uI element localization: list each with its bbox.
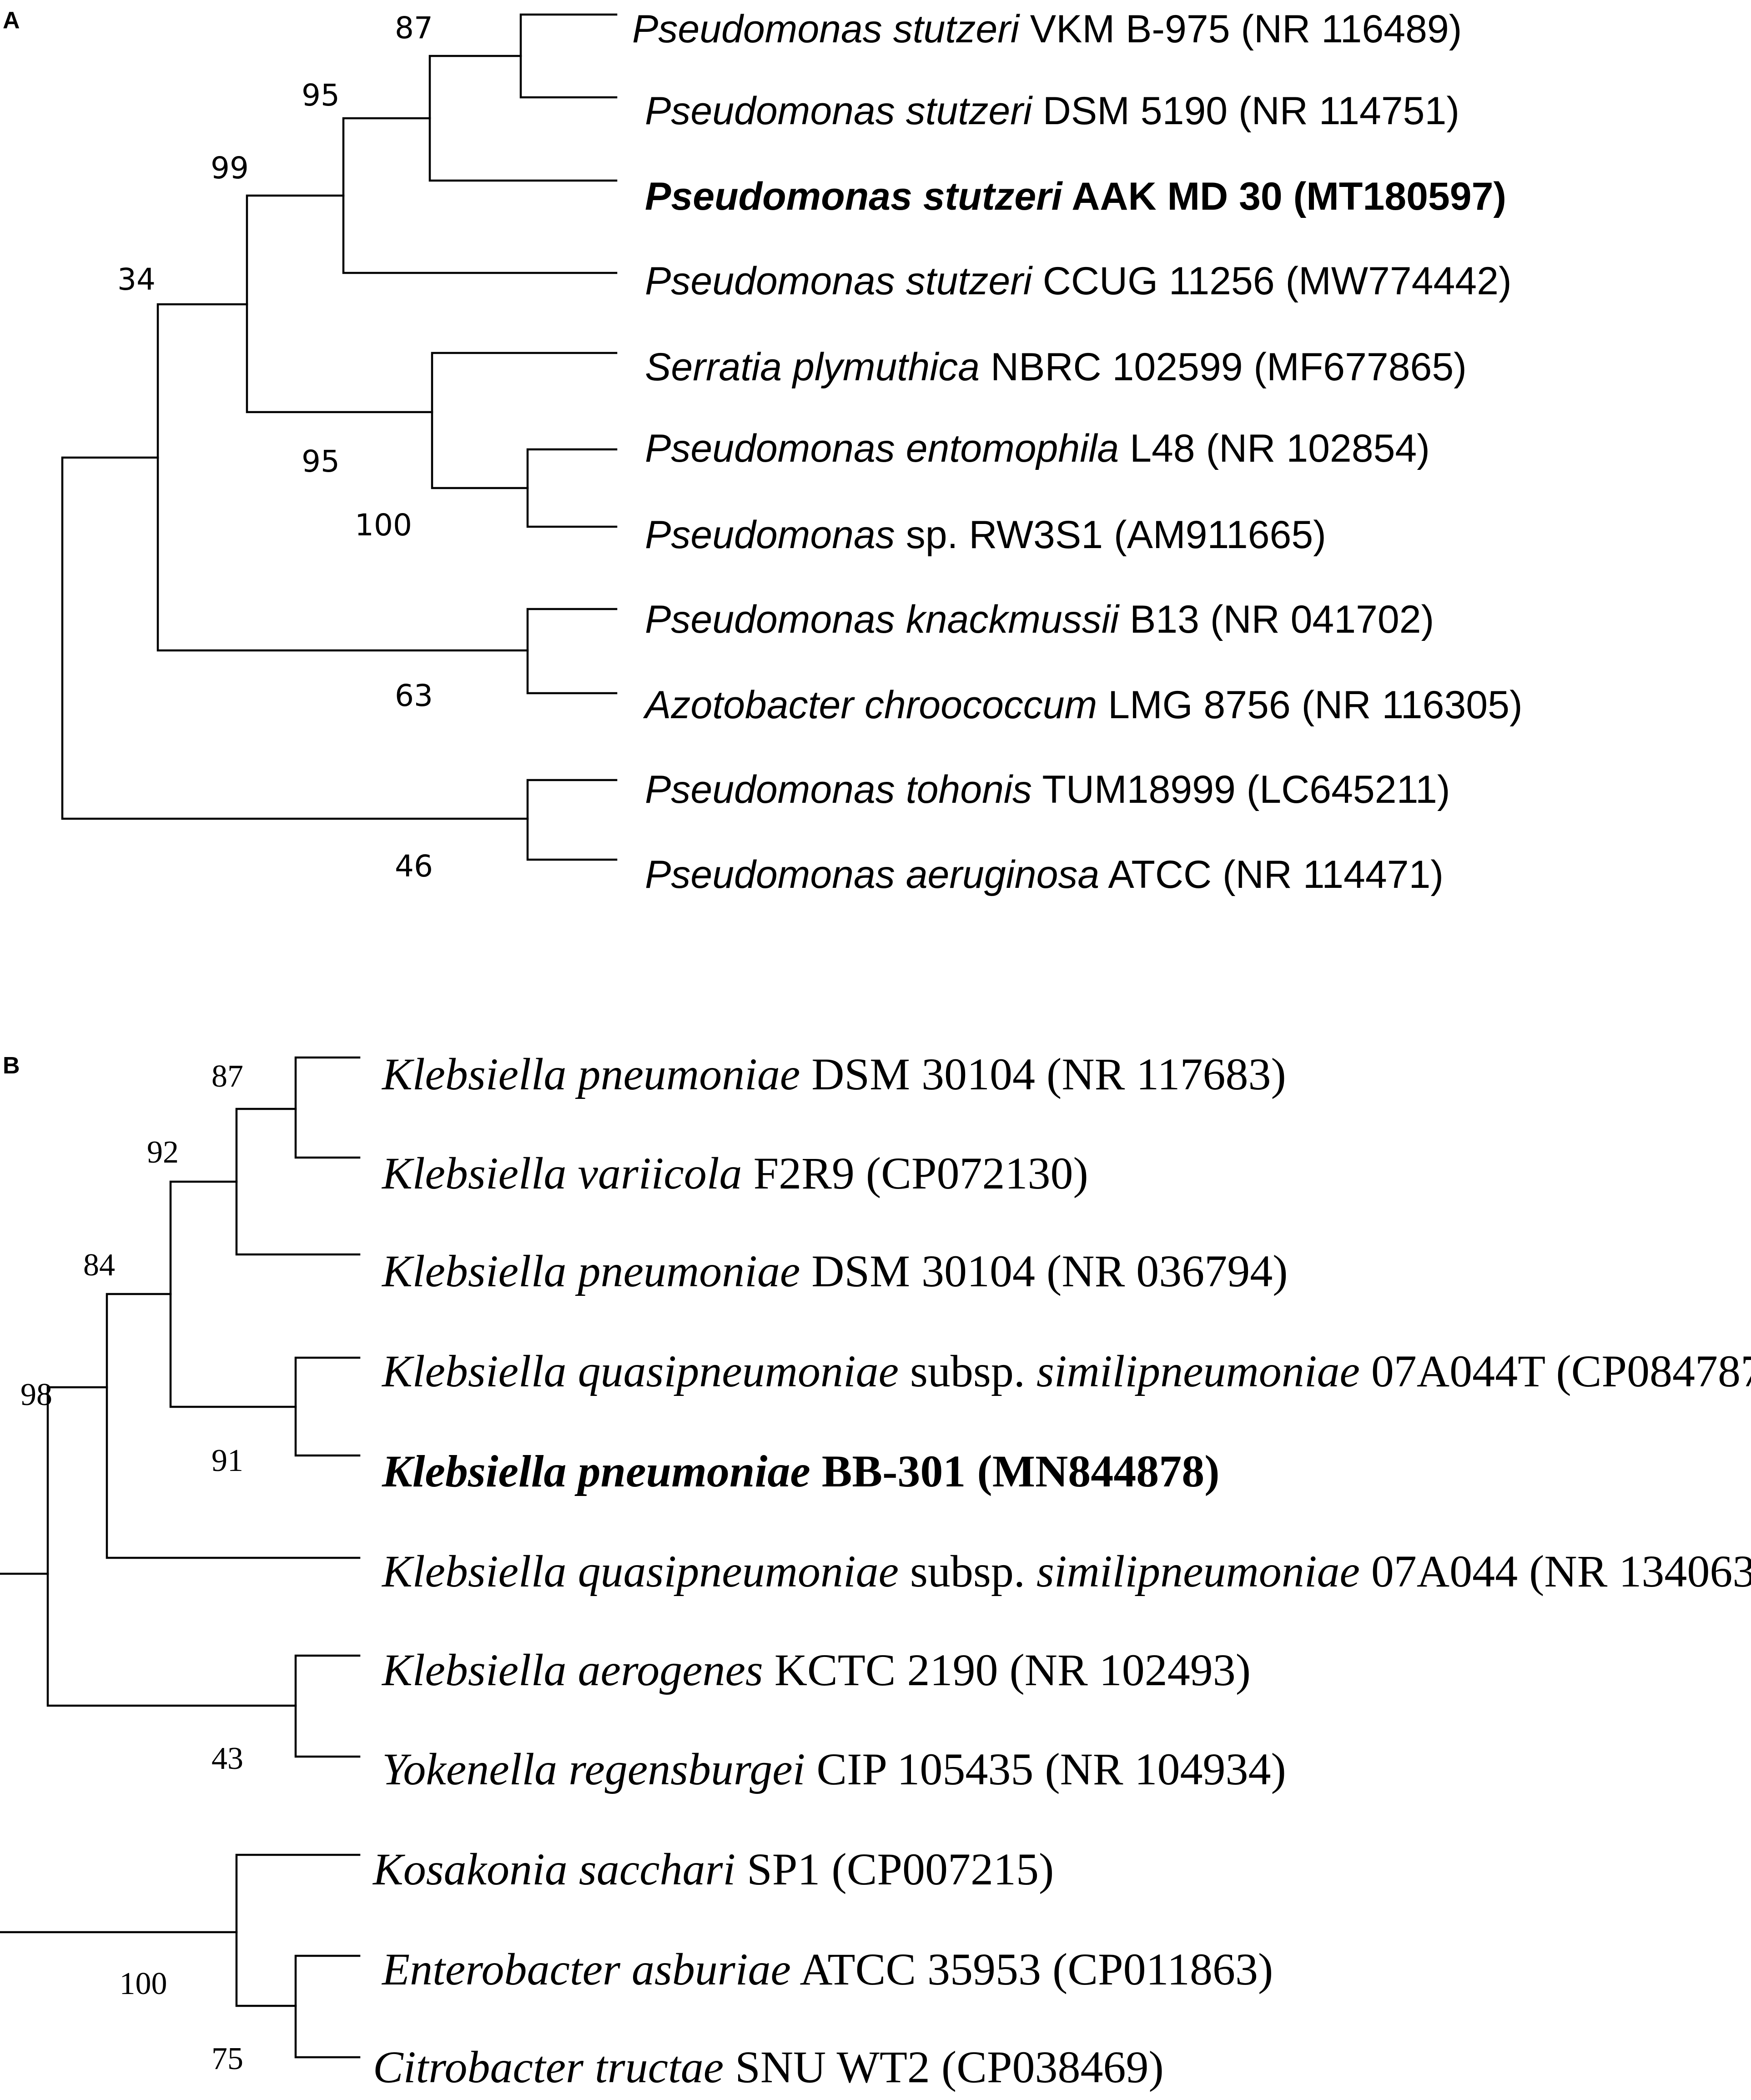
taxon-label: Yokenella regensburgei CIP 105435 (NR 10… [382, 1744, 1286, 1794]
taxon-label: Klebsiella variicola F2R9 (CP072130) [381, 1148, 1088, 1199]
taxon-label: Pseudomonas stutzeri DSM 5190 (NR 114751… [645, 89, 1459, 133]
panel-a-label: A [3, 7, 20, 34]
clade-branch [246, 194, 433, 413]
bootstrap-value: 75 [211, 2041, 243, 2076]
bootstrap-value: 95 [302, 444, 340, 479]
bootstrap-value: 84 [83, 1248, 115, 1283]
clade-branch [106, 1293, 361, 1559]
clade-branch [235, 1853, 361, 2007]
clade-branch [46, 1386, 297, 1707]
bootstrap-value: 100 [355, 508, 412, 543]
taxon-label: Klebsiella pneumoniae DSM 30104 (NR 0367… [381, 1246, 1288, 1296]
taxon-label: Pseudomonas tohonis TUM18999 (LC645211) [645, 768, 1450, 811]
bootstrap-value: 87 [395, 10, 433, 45]
taxon-label: Enterobacter asburiae ATCC 35953 (CP0118… [381, 1944, 1273, 1994]
clade-branch [526, 608, 618, 695]
bootstrap-value: 98 [20, 1377, 52, 1412]
taxon-label: Pseudomonas stutzeri VKM B-975 (NR 11648… [632, 7, 1462, 51]
panel-b: B Klebsiella pneumoniae DSM 30104 (NR 117… [0, 1049, 1751, 2092]
clade-branch [526, 779, 618, 861]
bootstrap-value: 92 [147, 1135, 179, 1170]
taxon-label: Pseudomonas sp. RW3S1 (AM911665) [645, 513, 1326, 557]
clade-branch [61, 456, 529, 820]
clade-branch [169, 1180, 297, 1408]
taxon-label: Serratia plymuthica NBRC 102599 (MF67786… [645, 345, 1467, 389]
bootstrap-value: 34 [117, 262, 156, 297]
taxon-label: Klebsiella quasipneumoniae subsp. simili… [381, 1346, 1751, 1396]
bootstrap-value: 43 [211, 1741, 243, 1776]
clade-branch [428, 55, 618, 182]
clade-branch [526, 448, 618, 528]
clade-branch [235, 1108, 361, 1256]
taxon-label: Azotobacter chroococcum LMG 8756 (NR 116… [643, 683, 1523, 727]
taxon-label: Klebsiella pneumoniae BB-301 (MN844878) [382, 1446, 1220, 1496]
taxon-label: Pseudomonas aeruginosa ATCC (NR 114471) [645, 853, 1444, 896]
taxon-label: Pseudomonas knackmussii B13 (NR 041702) [645, 598, 1434, 641]
clade-branch [294, 1356, 361, 1457]
bootstrap-value: 91 [211, 1443, 243, 1478]
clade-branch [294, 1056, 361, 1159]
taxon-label: Klebsiella quasipneumoniae subsp. simili… [381, 1546, 1751, 1596]
bootstrap-value: 100 [120, 1966, 167, 2001]
clade-branch [294, 1654, 361, 1758]
bootstrap-value: 99 [211, 151, 249, 186]
bootstrap-value: 63 [395, 678, 433, 713]
taxon-label: Klebsiella aerogenes KCTC 2190 (NR 10249… [381, 1645, 1251, 1695]
clade-branch [156, 303, 529, 652]
panel-b-label: B [3, 1053, 20, 1079]
panel-a: A Pseudomonas stutzeri VKM B-975 (NR 1164… [3, 7, 1523, 896]
taxon-label: Kosakonia sacchari SP1 (CP007215) [372, 1844, 1054, 1894]
bootstrap-value: 87 [211, 1059, 243, 1094]
bootstrap-value: 95 [302, 78, 340, 113]
clade-branch [294, 1954, 361, 2059]
clade-branch [431, 352, 618, 489]
taxon-label: Klebsiella pneumoniae DSM 30104 (NR 1176… [381, 1049, 1286, 1099]
taxon-label: Citrobacter tructae SNU WT2 (CP038469) [373, 2042, 1164, 2092]
bootstrap-value: 46 [395, 849, 433, 884]
taxon-label: Pseudomonas entomophila L48 (NR 102854) [645, 427, 1430, 470]
clade-branch [342, 117, 618, 274]
taxon-label: Pseudomonas stutzeri CCUG 11256 (MW77444… [645, 259, 1512, 303]
clade-branch [519, 13, 618, 99]
taxon-label: Pseudomonas stutzeri AAK MD 30 (MT180597… [645, 175, 1506, 218]
